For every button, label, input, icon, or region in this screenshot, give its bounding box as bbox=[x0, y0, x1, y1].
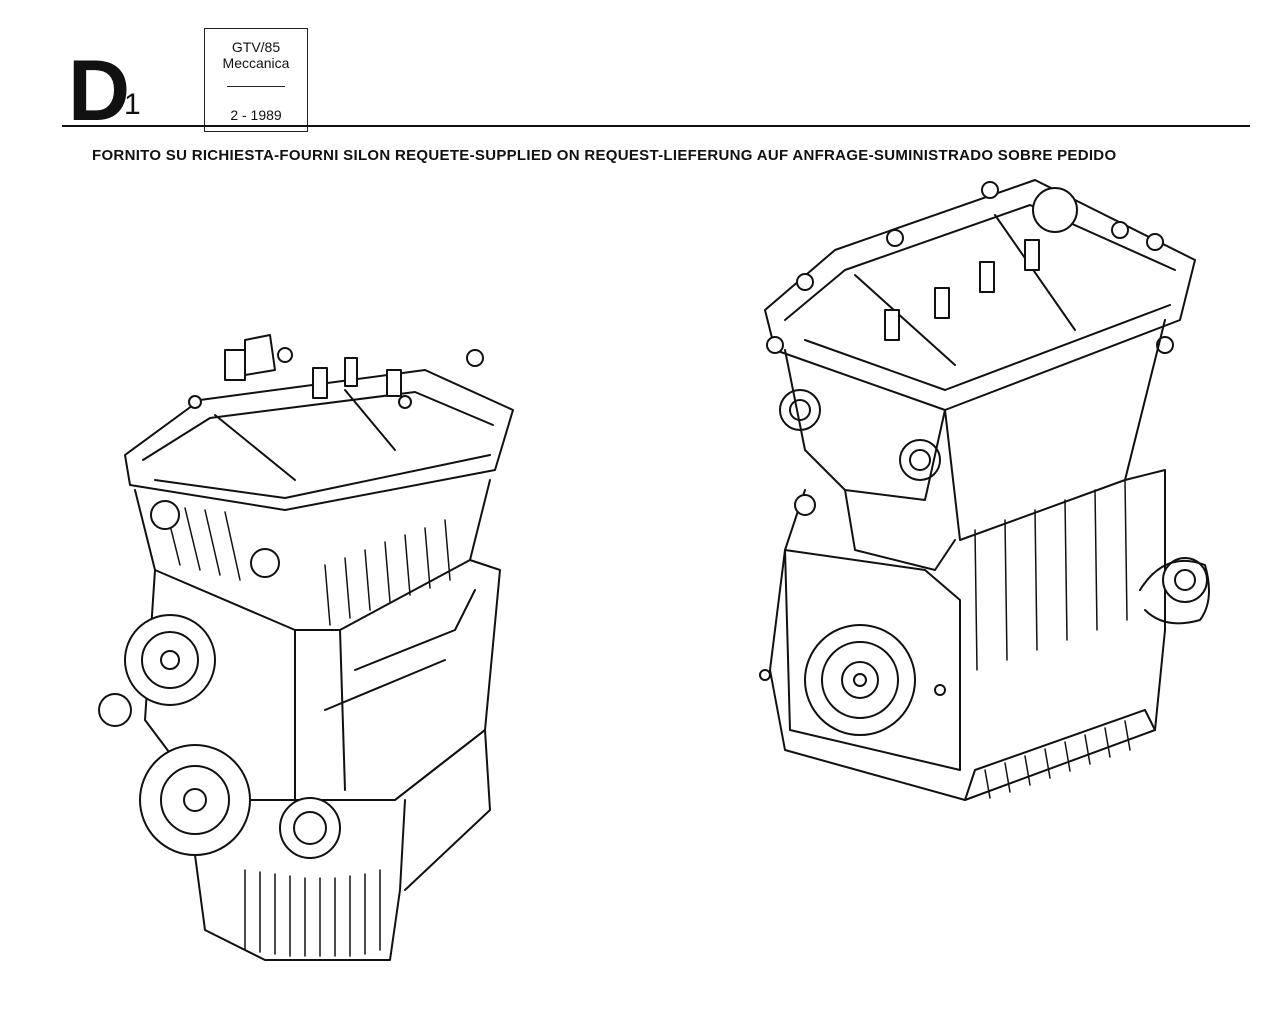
supply-caption: FORNITO SU RICHIESTA-FOURNI SILON REQUET… bbox=[92, 147, 1117, 164]
engine-rear-three-quarter-view bbox=[745, 170, 1215, 810]
edition-date: 2 - 1989 bbox=[230, 107, 282, 123]
section-number: 1 bbox=[124, 88, 141, 121]
group-name: Meccanica bbox=[222, 55, 290, 71]
reference-box: GTV/85 Meccanica 2 - 1989 bbox=[204, 28, 308, 132]
reference-divider bbox=[227, 86, 285, 87]
engine-front-three-quarter-view bbox=[95, 330, 525, 970]
model-code: GTV/85 bbox=[231, 39, 281, 55]
header-rule bbox=[62, 125, 1250, 127]
section-letter: D bbox=[68, 43, 130, 139]
